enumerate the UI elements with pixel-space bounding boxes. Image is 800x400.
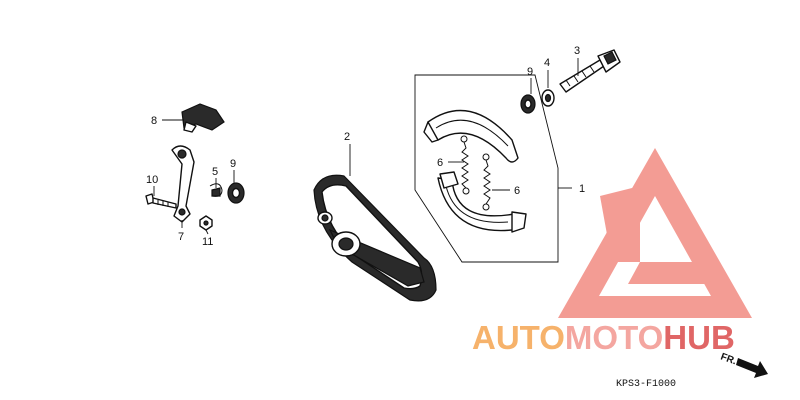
diagram-code: KPS3-F1000 <box>616 379 676 390</box>
leader-lines <box>153 58 579 235</box>
callout-2: 2 <box>344 131 350 143</box>
brake-cam <box>559 49 621 93</box>
indicator-plate <box>181 103 225 133</box>
bolt <box>145 193 177 209</box>
brake-shoe-lower <box>437 171 527 233</box>
spring-right <box>482 153 491 211</box>
callout-5: 5 <box>212 166 218 178</box>
assembly-outline <box>414 74 559 263</box>
bearing-upper <box>520 94 536 114</box>
watermark-hub: HUB <box>663 319 735 356</box>
brake-panel <box>313 174 437 302</box>
return-spring <box>209 183 223 197</box>
callout-9a: 9 <box>527 66 533 78</box>
brake-shoe-upper <box>423 109 519 163</box>
callout-8: 8 <box>151 115 157 127</box>
callout-6a: 6 <box>437 157 443 169</box>
bearing-lower <box>227 182 245 204</box>
callout-4: 4 <box>544 57 550 69</box>
brake-arm <box>171 145 195 223</box>
felt-seal <box>541 89 555 107</box>
callout-1: 1 <box>579 183 585 195</box>
callout-7: 7 <box>178 231 184 243</box>
callout-10: 10 <box>146 174 158 186</box>
spring-left <box>460 135 470 195</box>
direction-label: FR. <box>719 351 738 367</box>
watermark-triangle-icon <box>558 148 752 318</box>
callout-9b: 9 <box>230 158 236 170</box>
front-direction-arrow-icon <box>736 358 768 378</box>
nut <box>199 215 213 231</box>
watermark-moto: MOTO <box>565 319 663 356</box>
callout-3: 3 <box>574 45 580 57</box>
watermark-text: AUTOMOTOHUB <box>472 319 735 356</box>
callout-6b: 6 <box>514 185 520 197</box>
watermark-auto: AUTO <box>472 319 565 356</box>
callout-11: 11 <box>202 236 213 248</box>
